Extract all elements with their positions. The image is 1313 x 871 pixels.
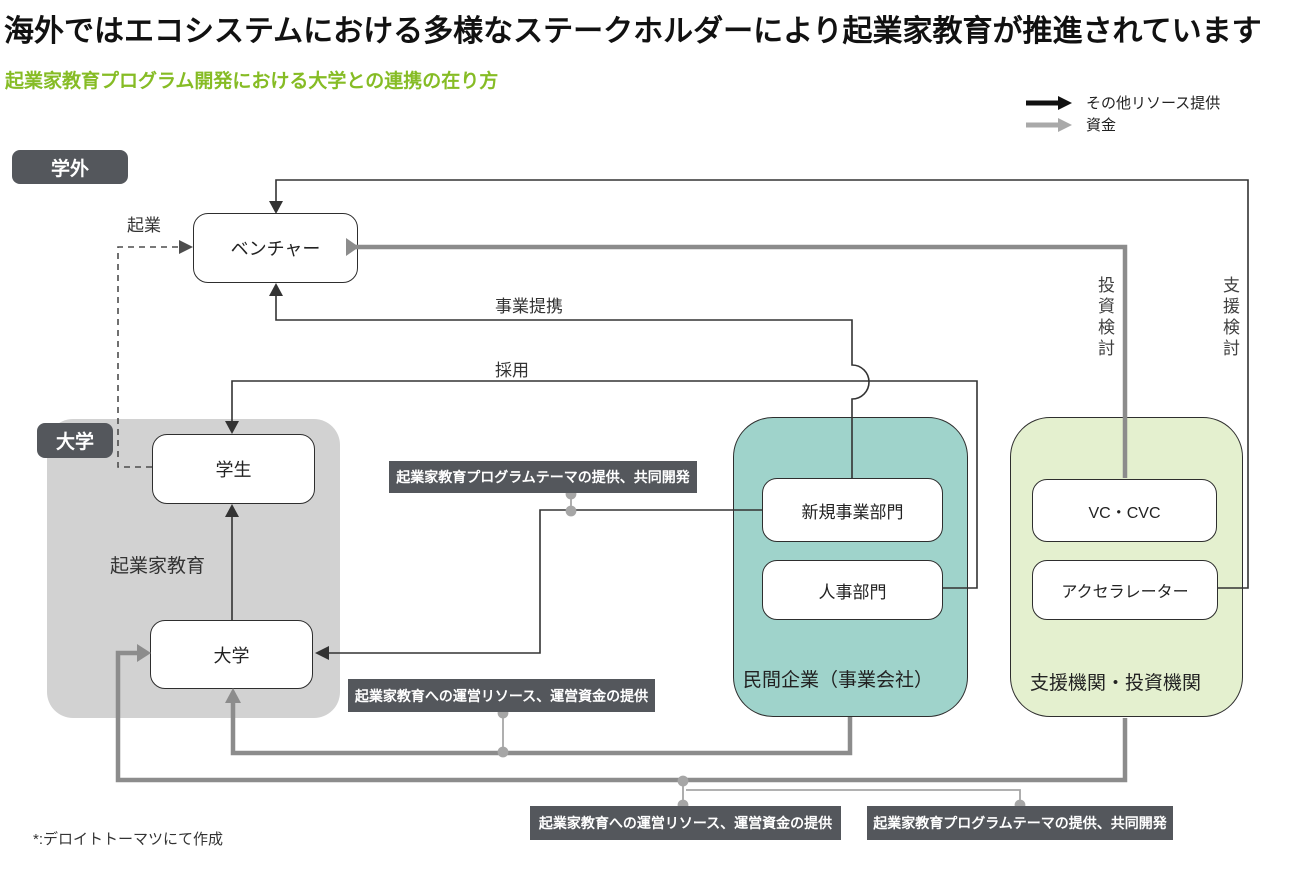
private-company-label: 民間企業（事業会社） xyxy=(743,670,934,691)
node-new-business-dept: 新規事業部門 xyxy=(762,478,943,542)
callout-theme-top: 起業家教育プログラムテーマの提供、共同開発 xyxy=(389,461,697,493)
legend-label-funding: 資金 xyxy=(1086,117,1117,134)
gray-arrow-icon xyxy=(1026,117,1072,132)
node-university: 大学 xyxy=(150,620,313,689)
edge-label-founding: 起業 xyxy=(127,216,161,235)
arrowhead-into-venture-left-dashed xyxy=(179,240,193,254)
callout-resources-bottom: 起業家教育への運営リソース、運営資金の提供 xyxy=(530,806,841,840)
legend-item-funding: 資金 xyxy=(1026,114,1116,135)
support-org-label: 支援機関・投資機関 xyxy=(1030,673,1202,694)
zone-badge-outside: 学外 xyxy=(12,150,128,184)
page-subtitle: 起業家教育プログラム開発における大学との連携の在り方 xyxy=(5,71,499,92)
connector-theme-to-university xyxy=(329,509,762,654)
node-vc-cvc: VC・CVC xyxy=(1032,479,1217,542)
node-hr-dept: 人事部門 xyxy=(762,560,943,620)
zone-badge-university: 大学 xyxy=(37,423,113,458)
node-venture: ベンチャー xyxy=(193,213,358,283)
node-accelerator: アクセラレーター xyxy=(1032,560,1218,620)
edge-label-investment-consideration: 投資検討 xyxy=(1095,276,1114,360)
edge-label-business-alliance: 事業提携 xyxy=(495,297,563,316)
edge-label-recruitment: 採用 xyxy=(495,361,529,380)
legend-item-other-resources: その他リソース提供 xyxy=(1026,92,1220,113)
edge-label-entrepreneurship-education: 起業家教育 xyxy=(110,556,206,577)
callout-resources-mid: 起業家教育への運営リソース、運営資金の提供 xyxy=(348,679,655,712)
black-arrow-icon xyxy=(1026,95,1072,110)
legend-label-other-resources: その他リソース提供 xyxy=(1086,95,1221,112)
callout-dot xyxy=(677,775,689,787)
callout-dot xyxy=(565,505,577,517)
callout-theme-bottom: 起業家教育プログラムテーマの提供、共同開発 xyxy=(867,806,1173,840)
callout-link-theme-bottom xyxy=(686,789,1021,803)
callout-dot xyxy=(497,746,509,758)
arrowhead-into-venture-bottom xyxy=(269,283,283,296)
page-title: 海外ではエコシステムにおける多様なステークホルダーにより起業家教育が推進されてい… xyxy=(4,15,1262,48)
edge-label-support-consideration: 支援検討 xyxy=(1220,276,1239,360)
footnote: *:デロイトトーマツにて作成 xyxy=(33,831,224,848)
node-student: 学生 xyxy=(152,434,315,504)
